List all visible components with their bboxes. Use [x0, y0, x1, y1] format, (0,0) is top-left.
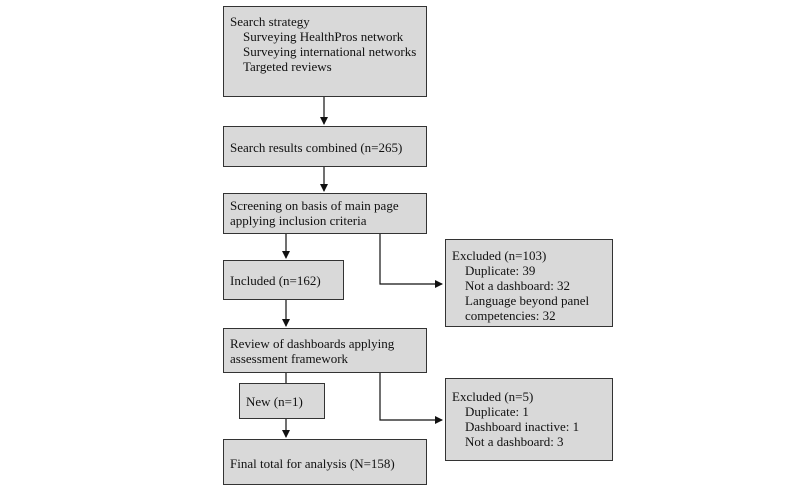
excluded-1-item: Duplicate: 39	[465, 263, 536, 278]
search-strategy-title: Search strategy	[230, 14, 310, 29]
excluded-box-2: Excluded (n=5) Duplicate: 1 Dashboard in…	[445, 378, 613, 461]
review-line: Review of dashboards applying	[230, 336, 395, 351]
excluded-2-title: Excluded (n=5)	[452, 389, 534, 404]
search-results-box: Search results combined (n=265)	[223, 126, 427, 167]
new-box: New (n=1)	[239, 383, 325, 419]
new-label: New (n=1)	[246, 394, 303, 409]
excluded-2-item: Dashboard inactive: 1	[465, 419, 580, 434]
excluded-box-1: Excluded (n=103) Duplicate: 39 Not a das…	[445, 239, 613, 327]
excluded-2-item: Not a dashboard: 3	[465, 434, 564, 449]
screening-line: Screening on basis of main page	[230, 198, 399, 213]
search-strategy-item: Targeted reviews	[243, 59, 332, 74]
excluded-2-item: Duplicate: 1	[465, 404, 529, 419]
arrow-review-to-excluded-2	[379, 373, 443, 424]
search-strategy-item: Surveying international networks	[243, 44, 417, 59]
included-box: Included (n=162)	[223, 260, 344, 300]
review-box: Review of dashboards applying assessment…	[223, 328, 427, 373]
excluded-1-item: Not a dashboard: 32	[465, 278, 571, 293]
arrow-screening-to-excluded-1	[379, 234, 443, 288]
review-line: assessment framework	[230, 351, 349, 366]
screening-box: Screening on basis of main page applying…	[223, 193, 427, 234]
search-results-label: Search results combined (n=265)	[230, 140, 403, 155]
final-total-label: Final total for analysis (N=158)	[230, 456, 395, 471]
search-strategy-box: Search strategy Surveying HealthPros net…	[223, 6, 427, 97]
excluded-1-item: Language beyond panel	[465, 293, 590, 308]
final-total-box: Final total for analysis (N=158)	[223, 439, 427, 485]
search-strategy-item: Surveying HealthPros network	[243, 29, 404, 44]
screening-line: applying inclusion criteria	[230, 213, 367, 228]
excluded-1-item: competencies: 32	[465, 308, 556, 323]
included-label: Included (n=162)	[230, 273, 321, 288]
excluded-1-title: Excluded (n=103)	[452, 248, 547, 263]
